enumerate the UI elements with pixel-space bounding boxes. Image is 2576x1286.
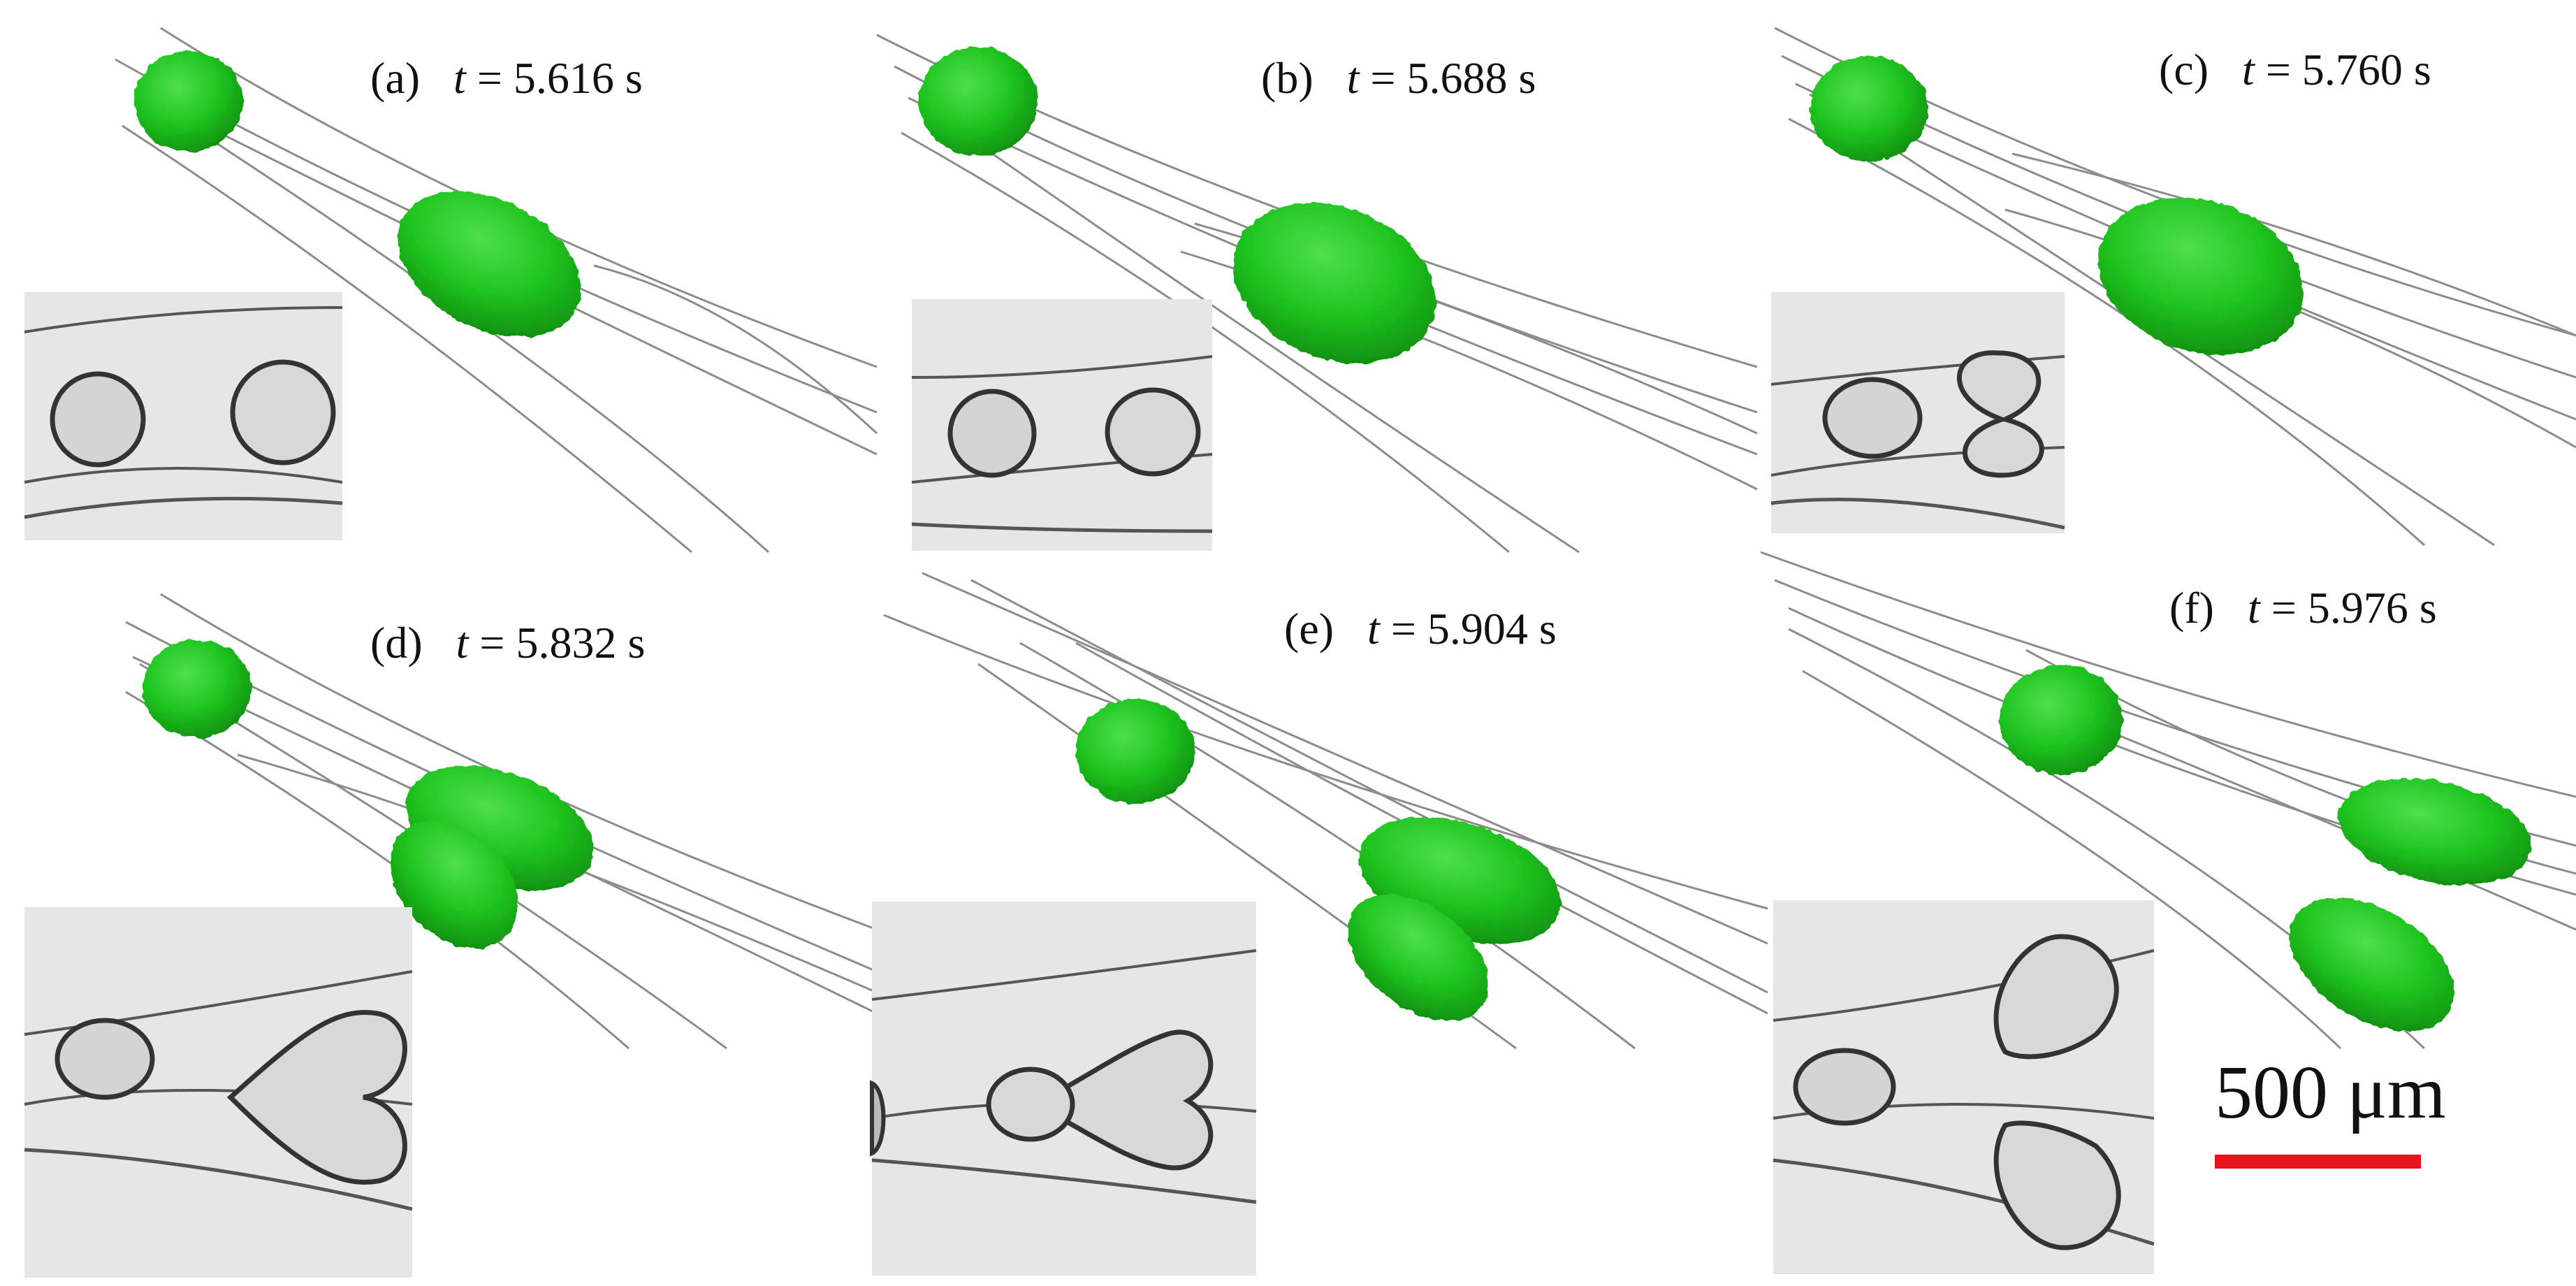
panel-a [24,27,878,554]
panel-c [1770,27,2576,547]
microscope-inset [24,907,413,1278]
time-value: = 5.904 s [1390,604,1557,653]
time-value: = 5.688 s [1370,53,1536,103]
panel-letter: (a) [370,53,421,103]
panel-e [870,572,1768,1276]
panel-label-c: (c) t = 5.760 s [2159,48,2431,92]
green-droplet [919,47,1038,156]
microscope-inset [870,902,1257,1276]
green-droplet [390,765,594,948]
panel-letter: (e) [1284,604,1334,653]
green-droplet [2000,665,2123,774]
green-droplet [134,51,243,152]
panel-label-a: (a) t = 5.616 s [370,56,643,101]
panel-label-b: (b) t = 5.688 s [1261,56,1536,101]
panel-letter: (f) [2169,583,2214,633]
time-value: = 5.832 s [479,618,646,667]
green-droplet [1810,56,1928,161]
panel-label-d: (d) t = 5.832 s [370,621,645,665]
green-droplet [2338,778,2531,886]
panel-b [876,34,1758,554]
panel-label-e: (e) t = 5.904 s [1284,607,1557,651]
panel-letter: (b) [1261,53,1314,103]
panel-f [1760,551,2576,1274]
green-droplet [398,191,581,338]
time-symbol: t [456,618,469,667]
scale-bar [2215,1155,2421,1169]
green-droplet [1348,817,1562,1021]
panel-d [24,593,878,1278]
time-symbol: t [2242,45,2255,94]
time-symbol: t [453,53,466,103]
microscope-inset [24,292,343,540]
microscope-inset [911,299,1213,551]
green-droplet [1076,699,1195,804]
time-value: = 5.976 s [2271,583,2437,633]
time-value: = 5.760 s [2265,45,2431,94]
time-symbol: t [1346,53,1360,103]
time-value: = 5.616 s [476,53,643,103]
panel-letter: (c) [2159,45,2209,94]
microscope-inset [1773,900,2155,1274]
green-droplet [1233,203,1436,363]
panel-letter: (d) [370,618,423,667]
scale-bar-label: 500 μm [2215,1051,2446,1134]
time-symbol: t [2247,583,2260,633]
microscope-inset [1770,292,2065,533]
panel-label-f: (f) t = 5.976 s [2169,586,2437,630]
green-droplet [2098,197,2304,355]
green-droplet [2290,897,2454,1032]
time-symbol: t [1367,604,1380,653]
green-droplet [143,640,252,737]
